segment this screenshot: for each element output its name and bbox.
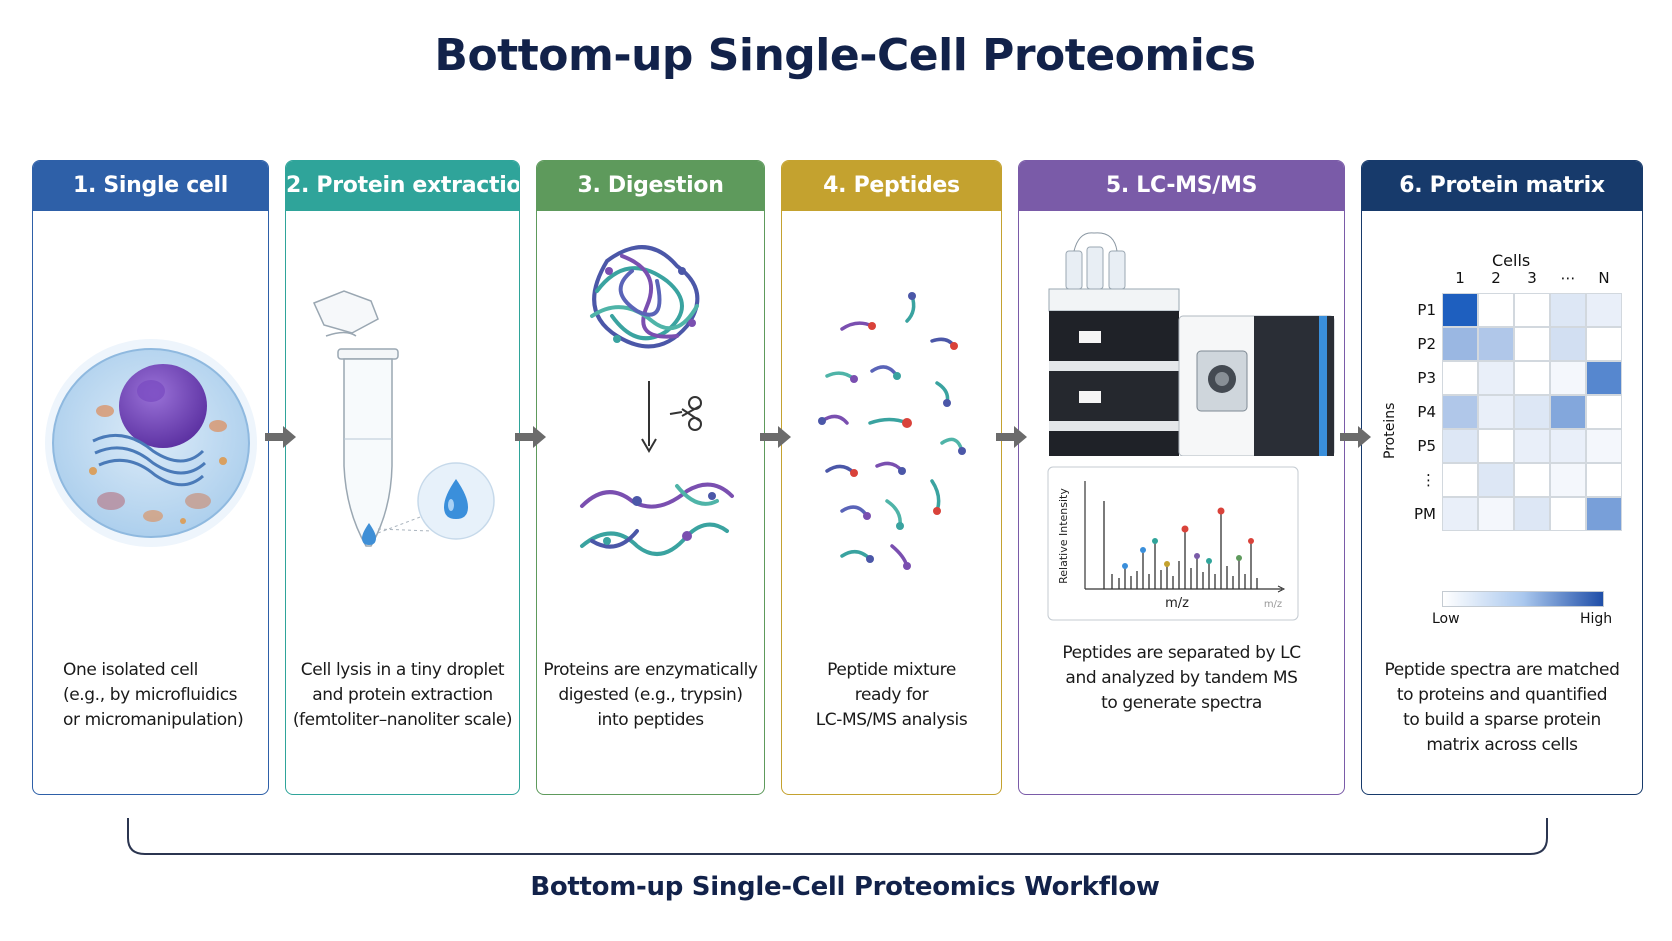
matrix-column-label: 3 bbox=[1527, 269, 1537, 287]
step-1-description: One isolated cell(e.g., by microfluidics… bbox=[63, 660, 244, 730]
matrix-cell bbox=[1478, 395, 1514, 429]
step-5-panel: 5. LC-MS/MS bbox=[1018, 160, 1345, 795]
diagram-title: Bottom-up Single-Cell Proteomics bbox=[434, 30, 1256, 81]
matrix-cell bbox=[1442, 361, 1478, 395]
matrix-cell bbox=[1442, 395, 1478, 429]
matrix-legend-low: Low bbox=[1432, 611, 1460, 627]
step-1-panel: 1. Single cell One isolated cell(e.g., bbox=[32, 160, 269, 795]
matrix-cell bbox=[1478, 293, 1514, 327]
mass-spectrum-chart: Relative Intensity m/z m/z bbox=[1047, 466, 1299, 621]
step-1-header: 1. Single cell bbox=[33, 161, 268, 211]
arrow-2-to-3 bbox=[515, 426, 546, 448]
matrix-column-title: Cells bbox=[1492, 251, 1531, 270]
matrix-cell bbox=[1550, 327, 1586, 361]
matrix-color-legend bbox=[1442, 591, 1604, 607]
matrix-cell bbox=[1586, 327, 1622, 361]
matrix-cell bbox=[1442, 293, 1478, 327]
matrix-column-label: 2 bbox=[1491, 269, 1501, 287]
matrix-column-label: ⋯ bbox=[1560, 269, 1576, 287]
arrow-5-to-6 bbox=[1340, 426, 1371, 448]
matrix-cell bbox=[1478, 327, 1514, 361]
matrix-legend-high: High bbox=[1580, 611, 1613, 627]
step-4-header: 4. Peptides bbox=[782, 161, 1001, 211]
spectrum-ylabel: Relative Intensity bbox=[1057, 488, 1070, 584]
arrow-1-to-2 bbox=[265, 426, 296, 448]
matrix-cell bbox=[1478, 361, 1514, 395]
matrix-column-label: N bbox=[1598, 269, 1610, 287]
matrix-row-label: P4 bbox=[1417, 403, 1436, 421]
step-4-panel: 4. Peptides bbox=[781, 160, 1002, 795]
step-5-header: 5. LC-MS/MS bbox=[1019, 161, 1344, 211]
spectrum-xlabel-corner: m/z bbox=[1264, 599, 1282, 610]
matrix-row-label: P3 bbox=[1417, 369, 1436, 387]
matrix-cell bbox=[1550, 395, 1586, 429]
matrix-cell bbox=[1442, 497, 1478, 531]
matrix-cell bbox=[1514, 463, 1550, 497]
arrow-4-to-5 bbox=[996, 426, 1027, 448]
matrix-cell bbox=[1514, 395, 1550, 429]
matrix-column-label: 1 bbox=[1455, 269, 1465, 287]
matrix-cell bbox=[1478, 463, 1514, 497]
step-2-panel: 2. Protein extraction Cell lysis in a ti… bbox=[285, 160, 520, 795]
matrix-cell bbox=[1514, 361, 1550, 395]
matrix-cell bbox=[1514, 497, 1550, 531]
matrix-axis-label: Proteins bbox=[1382, 402, 1398, 459]
matrix-cell bbox=[1586, 497, 1622, 531]
matrix-cell bbox=[1586, 293, 1622, 327]
step-2-header: 2. Protein extraction bbox=[286, 161, 519, 211]
peptides-illustration bbox=[818, 292, 966, 570]
matrix-cell bbox=[1550, 429, 1586, 463]
matrix-cell bbox=[1550, 497, 1586, 531]
workflow-bracket bbox=[127, 818, 1548, 855]
lc-ms-instrument-illustration bbox=[1048, 232, 1335, 456]
matrix-row-label: ⋮ bbox=[1421, 471, 1436, 489]
single-cell-illustration bbox=[45, 339, 257, 547]
spectrum-xlabel: m/z bbox=[1165, 596, 1189, 611]
matrix-cell bbox=[1514, 293, 1550, 327]
matrix-cell bbox=[1442, 463, 1478, 497]
step-3-header: 3. Digestion bbox=[537, 161, 764, 211]
digestion-illustration bbox=[580, 245, 734, 556]
matrix-cell bbox=[1514, 429, 1550, 463]
matrix-cell bbox=[1550, 463, 1586, 497]
matrix-cell bbox=[1586, 361, 1622, 395]
matrix-cell bbox=[1550, 293, 1586, 327]
matrix-cell bbox=[1586, 395, 1622, 429]
matrix-cell bbox=[1478, 497, 1514, 531]
workflow-caption: Bottom-up Single-Cell Proteomics Workflo… bbox=[530, 872, 1160, 902]
matrix-cell bbox=[1550, 361, 1586, 395]
matrix-cell bbox=[1442, 429, 1478, 463]
step-6-panel: 6. Protein matrix Cells Proteins 1 2 3 ⋯ N P1… bbox=[1361, 160, 1643, 795]
arrow-3-to-4 bbox=[760, 426, 791, 448]
matrix-row-label: P5 bbox=[1417, 437, 1436, 455]
matrix-cell bbox=[1442, 327, 1478, 361]
matrix-cell bbox=[1586, 463, 1622, 497]
matrix-cell bbox=[1514, 327, 1550, 361]
step-6-header: 6. Protein matrix bbox=[1362, 161, 1642, 211]
matrix-cell bbox=[1586, 429, 1622, 463]
matrix-row-label: P1 bbox=[1417, 301, 1436, 319]
matrix-row-label: P2 bbox=[1417, 335, 1436, 353]
tube-droplet-illustration bbox=[312, 290, 495, 547]
matrix-cell bbox=[1478, 429, 1514, 463]
matrix-row-label: PM bbox=[1414, 505, 1436, 523]
